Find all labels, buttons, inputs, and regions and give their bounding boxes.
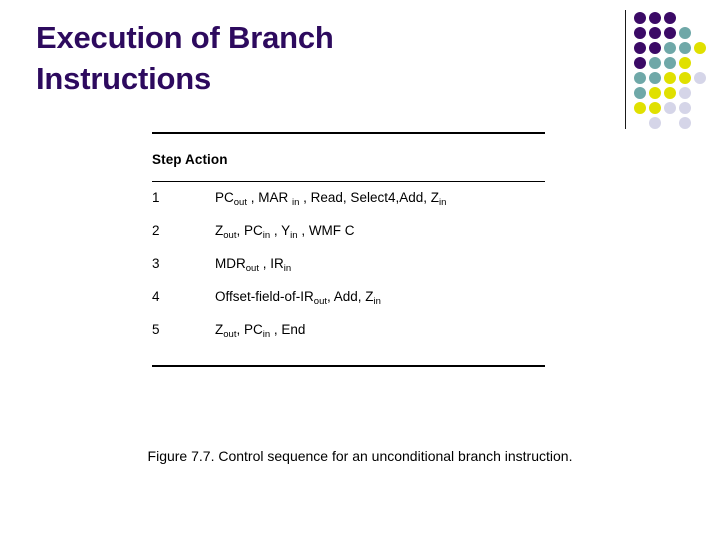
grid-dot: [634, 42, 646, 54]
grid-dot: [664, 102, 676, 114]
grid-dot: [634, 87, 646, 99]
table-header-row: Step Action: [152, 152, 228, 167]
grid-dot: [664, 12, 676, 24]
table-cell-step: 2: [152, 223, 160, 238]
grid-dot: [634, 27, 646, 39]
page-title: Execution of Branch Instructions: [36, 20, 334, 96]
grid-dot: [679, 102, 691, 114]
grid-dot: [664, 72, 676, 84]
table-cell-action: PCout , MAR in , Read, Select4,Add, Zin: [215, 190, 447, 208]
vertical-divider: [625, 10, 626, 129]
table-cell-action: Zout, PCin , Yin , WMF C: [215, 223, 355, 241]
table-row: 5 Zout, PCin , End: [152, 322, 545, 355]
grid-dot: [679, 72, 691, 84]
grid-dot: [679, 117, 691, 129]
grid-dot: [634, 72, 646, 84]
decorative-dot-grid: [622, 0, 720, 135]
table-body: 1 PCout , MAR in , Read, Select4,Add, Zin…: [152, 182, 545, 365]
grid-dot: [649, 102, 661, 114]
grid-dot: [679, 57, 691, 69]
control-sequence-table: Step Action 1 PCout , MAR in , Read, Sele…: [152, 132, 545, 367]
table-header-rule: [152, 181, 545, 182]
grid-dot: [634, 57, 646, 69]
grid-dot: [649, 42, 661, 54]
table-row: 2 Zout, PCin , Yin , WMF C: [152, 223, 545, 256]
table-cell-action: Offset-field-of-IRout, Add, Zin: [215, 289, 381, 307]
grid-dot: [634, 102, 646, 114]
grid-dot: [664, 27, 676, 39]
grid-dot: [664, 57, 676, 69]
table-bottom-rule: [152, 365, 545, 367]
grid-dot: [664, 42, 676, 54]
table-cell-step: 3: [152, 256, 160, 271]
grid-dot: [694, 42, 706, 54]
grid-dot: [649, 27, 661, 39]
grid-dot: [649, 72, 661, 84]
grid-dot: [679, 87, 691, 99]
grid-dot: [649, 117, 661, 129]
table-cell-step: 4: [152, 289, 160, 304]
grid-dot: [634, 12, 646, 24]
table-cell-step: 5: [152, 322, 160, 337]
table-cell-step: 1: [152, 190, 160, 205]
grid-dot: [679, 42, 691, 54]
table-cell-action: MDRout , IRin: [215, 256, 292, 274]
figure-caption: Figure 7.7. Control sequence for an unco…: [147, 448, 573, 464]
grid-dot: [679, 27, 691, 39]
grid-dot: [649, 57, 661, 69]
table-top-rule: [152, 132, 545, 134]
table-row: 1 PCout , MAR in , Read, Select4,Add, Zin: [152, 190, 545, 223]
grid-dot: [649, 87, 661, 99]
table-row: 3 MDRout , IRin: [152, 256, 545, 289]
grid-dot: [664, 87, 676, 99]
grid-dot: [649, 12, 661, 24]
grid-dot: [694, 72, 706, 84]
table-cell-action: Zout, PCin , End: [215, 322, 306, 340]
table-row: 4 Offset-field-of-IRout, Add, Zin: [152, 289, 545, 322]
